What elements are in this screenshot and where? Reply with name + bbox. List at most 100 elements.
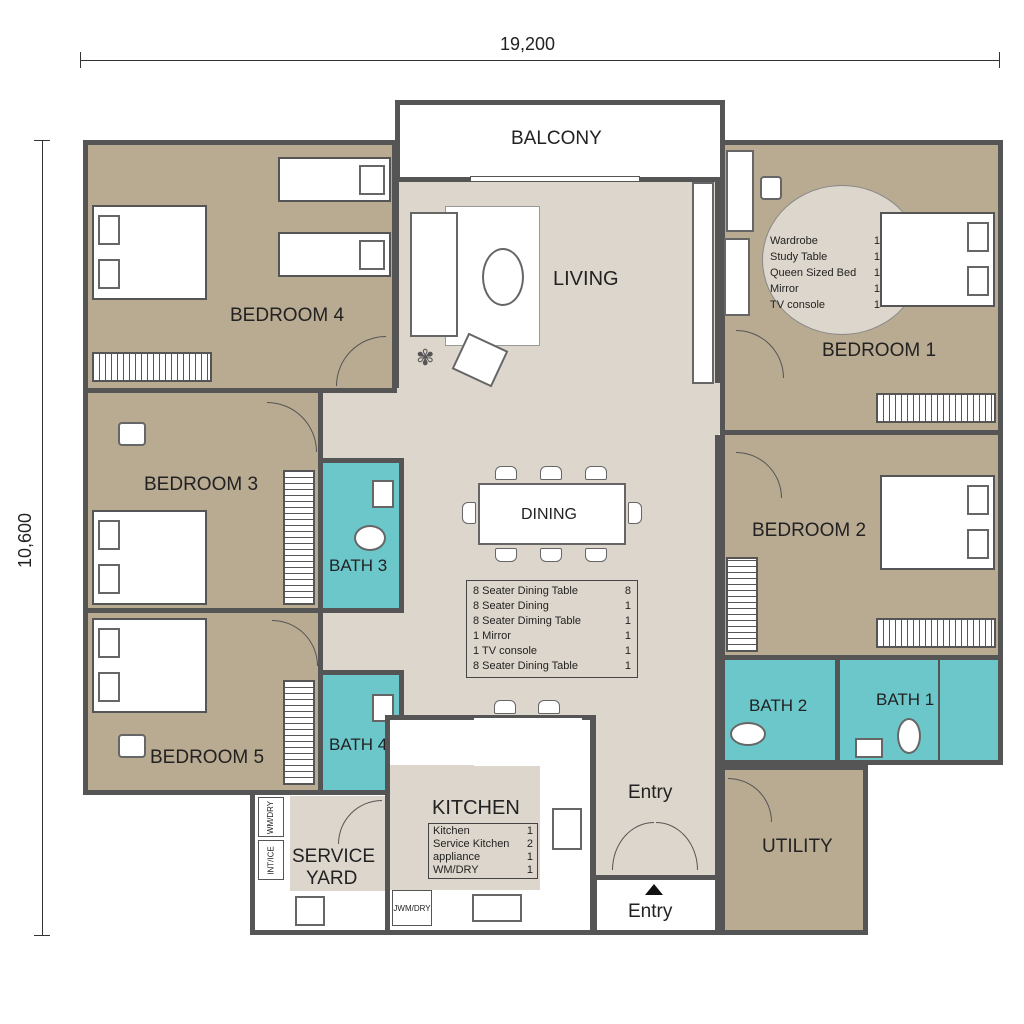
toilet	[897, 718, 921, 754]
appliance-label: JWM/DRY	[393, 903, 431, 913]
bedroom-3-label: BEDROOM 3	[144, 474, 259, 495]
dimension-tick	[34, 935, 50, 936]
kitchen-sink	[472, 894, 522, 922]
appliance-label: WM/DRY	[266, 800, 276, 834]
item-qty: 1	[624, 660, 631, 672]
basin	[372, 480, 394, 508]
int-ice: INT/ICE	[258, 840, 284, 880]
living-wall	[715, 178, 721, 383]
bedroom-4-label: BEDROOM 4	[230, 305, 345, 326]
appliance-label: INT/ICE	[266, 845, 276, 875]
bedroom-1-label: BEDROOM 1	[822, 340, 937, 361]
height-dimension-label: 10,600	[15, 512, 36, 569]
item-name: 8 Seater Dining	[473, 600, 549, 612]
plant-icon: ✾	[416, 345, 435, 370]
dimension-tick	[80, 52, 81, 68]
bath-3-label: BATH 3	[329, 556, 388, 575]
wardrobe	[876, 393, 996, 423]
item-qty: 1	[873, 267, 880, 279]
cooktop	[552, 808, 582, 850]
item-name: 1 Mirror	[473, 630, 511, 642]
entry-porch	[592, 875, 720, 935]
wardrobe	[283, 680, 315, 785]
yard-sink	[295, 896, 325, 926]
kitchen-label: KITCHEN	[432, 797, 520, 819]
utility-label: UTILITY	[762, 836, 833, 857]
item-name: 8 Seater Dining Table	[473, 660, 578, 672]
list-item: 8 Seater Dining Table 1	[473, 659, 631, 674]
tv-console	[692, 182, 714, 384]
bar-stool	[538, 700, 560, 714]
bed	[92, 205, 207, 300]
dining-chair	[585, 466, 607, 480]
item-name: Study Table	[770, 251, 828, 263]
entry-outer-label: Entry	[628, 901, 673, 922]
basin	[855, 738, 883, 758]
living-label: LIVING	[553, 268, 619, 290]
item-qty: 8	[624, 585, 631, 597]
item-name: WM/DRY	[433, 864, 479, 876]
list-item: Kitchen 1	[433, 825, 533, 838]
dining-table	[478, 483, 626, 545]
item-qty: 1	[624, 600, 631, 612]
study-chair	[118, 734, 146, 758]
wardrobe	[726, 557, 758, 652]
dining-chair	[540, 466, 562, 480]
bedroom-2-label: BEDROOM 2	[752, 520, 867, 541]
list-item: Mirror 1	[770, 281, 880, 297]
single-bed	[278, 157, 391, 202]
balcony-label: BALCONY	[511, 128, 602, 149]
bath-1-label: BATH 1	[876, 690, 935, 709]
wardrobe	[283, 470, 315, 605]
list-item: TV console 1	[770, 297, 880, 313]
queen-bed	[880, 212, 995, 307]
bed	[92, 510, 207, 605]
item-qty: 1	[624, 615, 631, 627]
study-chair	[118, 422, 146, 446]
single-bed	[278, 232, 391, 277]
list-item: appliance 1	[433, 851, 533, 864]
item-name: Wardrobe	[770, 235, 818, 247]
toilet	[354, 525, 386, 551]
dining-chair	[628, 502, 642, 524]
item-name: Service Kitchen	[433, 838, 510, 850]
item-qty: 1	[873, 283, 880, 295]
item-name: Kitchen	[433, 825, 470, 837]
item-name: 1 TV console	[473, 645, 538, 657]
washer-dryer: WM/DRY	[258, 797, 284, 837]
item-qty: 1	[526, 851, 533, 863]
item-name: 8 Seater Diming Table	[473, 615, 582, 627]
dining-chair	[585, 548, 607, 562]
item-qty: 1	[526, 825, 533, 837]
toilet	[730, 722, 766, 746]
bath-2-label: BATH 2	[749, 696, 808, 715]
list-item: 8 Seater Dining 1	[473, 599, 631, 614]
bath-4-label: BATH 4	[329, 735, 388, 754]
wardrobe	[876, 618, 996, 648]
dimension-tick	[999, 52, 1000, 68]
core-wall	[715, 435, 721, 875]
item-qty: 1	[873, 235, 880, 247]
item-qty: 1	[873, 299, 880, 311]
item-name: Queen Sized Bed	[770, 267, 857, 279]
width-dimension-line	[80, 60, 1000, 61]
dimension-tick	[34, 140, 50, 141]
list-item: Wardrobe 1	[770, 233, 880, 249]
service-yard-label-line2: YARD	[306, 868, 358, 889]
item-name: Mirror	[770, 283, 799, 295]
study-chair	[760, 176, 782, 200]
width-dimension-label: 19,200	[500, 34, 556, 54]
shower-divider	[938, 660, 940, 760]
item-name: TV console	[770, 299, 826, 311]
entry-inner-label: Entry	[628, 782, 673, 803]
item-name: appliance	[433, 851, 481, 863]
balcony-sliding-door[interactable]	[470, 176, 640, 182]
